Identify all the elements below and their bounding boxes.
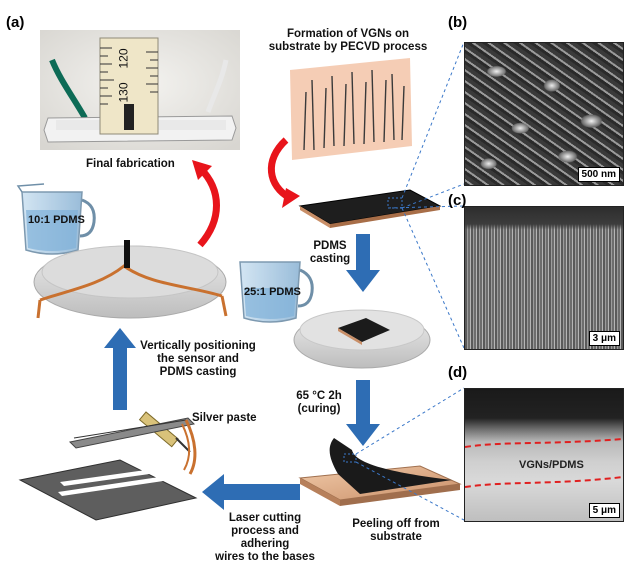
blue-left-arrow	[202, 474, 300, 510]
blue-down-arrow-1	[346, 234, 380, 292]
label-pdms-casting: PDMS casting	[306, 240, 354, 266]
panel-label-b: (b)	[448, 14, 468, 31]
sem-image-b: 500 nm	[464, 42, 624, 186]
panel-label-a: (a)	[6, 14, 25, 31]
scale-bar-b: 500 nm	[577, 167, 620, 182]
panel-label-d: (d)	[448, 364, 468, 381]
label-final-fabrication: Final fabrication	[86, 158, 175, 170]
label-curing: 65 °C 2h (curing)	[288, 390, 350, 416]
pdms-jar-10-1	[16, 183, 96, 255]
peeling-illustration	[298, 438, 462, 506]
label-laser-line1: Laser cutting	[228, 512, 302, 524]
final-device-photo	[40, 30, 240, 150]
label-laser-line2: process and	[231, 525, 299, 537]
sem-image-c: 3 μm	[464, 206, 624, 350]
red-curved-arrow-right	[268, 137, 292, 202]
red-dashed-top	[465, 438, 623, 448]
pdms-jar-25-1	[239, 261, 314, 323]
label-pdms-casting-line2: casting	[309, 253, 351, 265]
blue-up-arrow	[104, 328, 136, 410]
vgn-formation-illustration	[290, 58, 412, 160]
red-dashed-bottom	[465, 476, 623, 488]
sem-image-d: VGNs/PDMS 5 μm	[464, 388, 624, 522]
label-pdms-casting-line1: PDMS	[313, 240, 347, 252]
panel-label-c: (c)	[448, 192, 467, 209]
red-curved-arrow-left	[197, 165, 220, 248]
label-peeling: Peeling off from substrate	[340, 518, 452, 544]
ruler-number-130: 130	[116, 82, 131, 103]
label-vertical-line1: Vertically positioning	[140, 340, 256, 352]
casting-dish	[293, 309, 431, 369]
label-curing-line1: 65 °C 2h	[296, 390, 342, 402]
label-peeling-line1: Peeling off from	[352, 518, 440, 530]
label-curing-line2: (curing)	[297, 403, 341, 415]
dish-with-sensor	[33, 240, 228, 319]
laser-cut-bases	[18, 417, 198, 521]
label-formation-line1: Formation of VGNs on	[286, 28, 410, 40]
label-pdms-10-1: 10:1 PDMS	[28, 214, 85, 226]
label-formation: Formation of VGNs on substrate by PECVD …	[264, 28, 432, 54]
label-peeling-line2: substrate	[370, 531, 422, 543]
scale-bar-c: 3 μm	[588, 331, 620, 346]
label-silver-paste: Silver paste	[192, 412, 257, 424]
ruler-number-120: 120	[116, 48, 131, 69]
blue-down-arrow-2	[346, 380, 380, 446]
label-vertical-line3: PDMS casting	[159, 366, 237, 378]
label-vertical-positioning: Vertically positioning the sensor and PD…	[128, 340, 268, 379]
label-laser-cutting: Laser cutting process and adhering wires…	[200, 512, 330, 564]
label-laser-line3: adhering	[240, 538, 290, 550]
vgn-substrate	[298, 189, 442, 228]
label-pdms-25-1: 25:1 PDMS	[244, 286, 301, 298]
zoom-lines	[355, 41, 465, 521]
scale-bar-d: 5 μm	[588, 503, 620, 518]
vgns-pdms-label: VGNs/PDMS	[519, 459, 584, 471]
label-formation-line2: substrate by PECVD process	[268, 41, 428, 53]
label-laser-line4: wires to the bases	[215, 551, 315, 563]
label-vertical-line2: the sensor and	[157, 353, 239, 365]
